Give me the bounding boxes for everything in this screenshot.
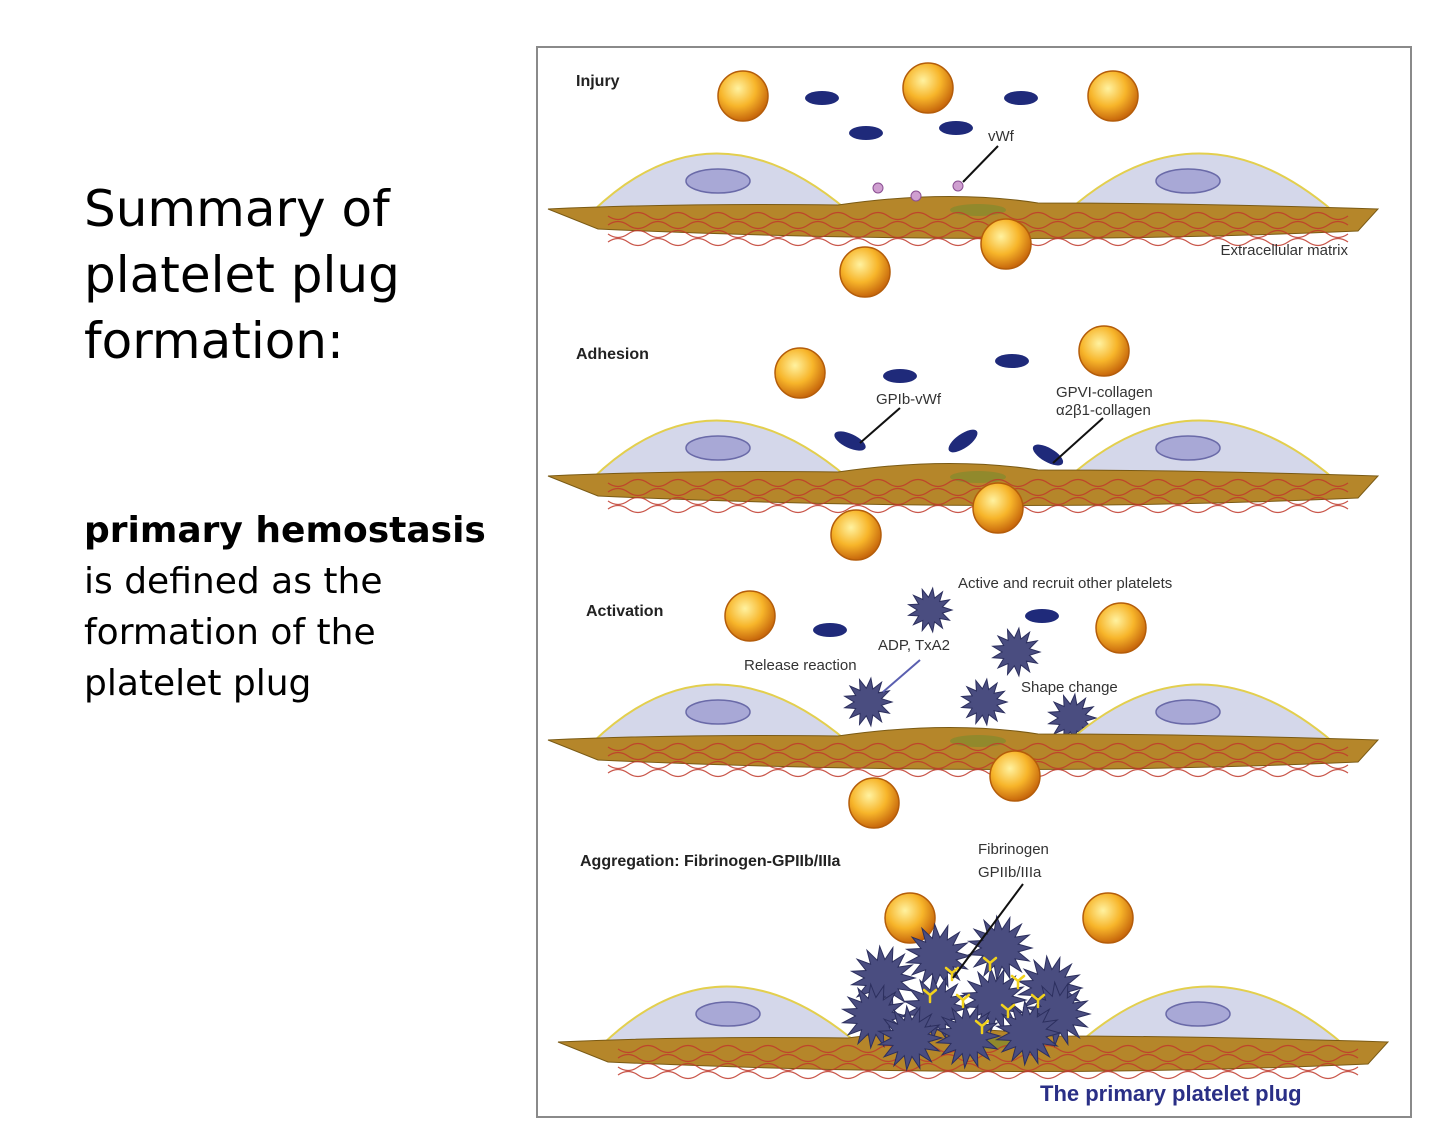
activated-platelet xyxy=(934,1002,1002,1070)
vwf-molecule xyxy=(910,190,922,202)
vwf-label: vWf xyxy=(988,128,1015,145)
alpha2beta1-collagen-label: α2β1-collagen xyxy=(1056,402,1151,419)
fibrinogen-bridge xyxy=(1010,974,1026,990)
red-blood-cell xyxy=(1082,892,1134,944)
red-blood-cell xyxy=(1087,70,1139,122)
platelet xyxy=(834,431,866,451)
red-blood-cell xyxy=(980,218,1032,270)
definition-term: primary hemostasis xyxy=(84,510,486,551)
fibrinogen-bridge xyxy=(974,1019,990,1035)
platelet xyxy=(948,429,978,453)
collagen-fiber xyxy=(607,742,1349,752)
activated-platelet xyxy=(876,1004,944,1072)
red-blood-cell xyxy=(830,509,882,561)
recruit-platelets-label: Active and recruit other platelets xyxy=(958,575,1172,592)
red-blood-cell xyxy=(989,750,1041,802)
activated-platelet xyxy=(994,999,1062,1067)
collagen-fiber xyxy=(607,220,1349,230)
cell-nucleus xyxy=(685,435,751,461)
leader-line xyxy=(859,407,901,444)
slide-title: Summary of platelet plug formation: xyxy=(84,180,400,370)
cell-nucleus xyxy=(1155,168,1221,194)
collagen-fiber xyxy=(617,1062,1359,1072)
activated-platelet xyxy=(991,626,1042,678)
platelet xyxy=(805,91,839,105)
red-blood-cell xyxy=(972,482,1024,534)
collagen-fiber xyxy=(607,487,1349,497)
adp-txa2-label: ADP, TxA2 xyxy=(878,637,950,654)
collagen-fiber xyxy=(607,751,1349,761)
red-blood-cell xyxy=(848,777,900,829)
collagen-fiber xyxy=(617,1044,1359,1054)
platelet xyxy=(939,121,973,135)
cell-nucleus xyxy=(1155,699,1221,725)
cell-nucleus xyxy=(685,168,751,194)
leader-line xyxy=(882,659,921,693)
leader-line xyxy=(952,883,1024,979)
release-reaction-label: Release reaction xyxy=(744,657,857,674)
collagen-fiber xyxy=(617,1053,1359,1063)
platelet xyxy=(1004,91,1038,105)
figure-caption: The primary platelet plug xyxy=(1040,1081,1302,1106)
fibrinogen-bridge xyxy=(955,993,971,1009)
fibrinogen-bridge xyxy=(1030,993,1046,1009)
cell-nucleus xyxy=(1165,1001,1231,1027)
activated-platelet xyxy=(843,676,894,728)
cell-nucleus xyxy=(695,1001,761,1027)
gpib-vwf-label: GPIb-vWf xyxy=(876,391,942,408)
activated-platelet xyxy=(960,677,1009,727)
activated-platelet xyxy=(906,586,954,634)
red-blood-cell xyxy=(774,347,826,399)
fibrinogen-bridge xyxy=(982,956,998,972)
red-blood-cell xyxy=(839,246,891,298)
collagen-fiber xyxy=(607,478,1349,488)
stage-title-aggregation: Aggregation: Fibrinogen-GPIIb/IIIa xyxy=(580,853,841,870)
red-blood-cell xyxy=(902,62,954,114)
red-blood-cell xyxy=(1078,325,1130,377)
platelet xyxy=(849,126,883,140)
matrix-spot xyxy=(950,735,1006,747)
activated-platelet xyxy=(1024,980,1092,1048)
vwf-molecule xyxy=(872,182,884,194)
platelet xyxy=(883,369,917,383)
vwf-molecule xyxy=(952,180,964,192)
platelet xyxy=(1025,609,1059,623)
matrix-spot xyxy=(950,204,1006,216)
shape-change-label: Shape change xyxy=(1021,679,1118,696)
stage-title-adhesion: Adhesion xyxy=(576,346,649,363)
cell-nucleus xyxy=(1155,435,1221,461)
activated-platelet xyxy=(966,914,1034,982)
collagen-fiber xyxy=(607,760,1349,770)
collagen-fiber xyxy=(617,1070,1359,1080)
leader-line xyxy=(1052,417,1104,464)
fibrinogen-label: Fibrinogen xyxy=(978,841,1049,858)
fibrinogen-bridge xyxy=(944,966,960,982)
collagen-fiber xyxy=(607,768,1349,778)
stage-title-activation: Activation xyxy=(586,603,663,620)
red-blood-cell xyxy=(717,70,769,122)
fibrinogen-bridge xyxy=(1000,1003,1016,1019)
extracellular-matrix-label: Extracellular matrix xyxy=(1220,242,1348,259)
matrix-spot xyxy=(950,471,1006,483)
fibrinogen-bridge xyxy=(922,988,938,1004)
collagen-fiber xyxy=(607,229,1349,239)
platelet xyxy=(813,623,847,637)
red-blood-cell xyxy=(1095,602,1147,654)
definition-text: primary hemostasis is defined as the form… xyxy=(84,505,524,709)
gpiib-iiia-label: GPIIb/IIIa xyxy=(978,864,1042,881)
cell-nucleus xyxy=(685,699,751,725)
red-blood-cell xyxy=(724,590,776,642)
definition-body: is defined as the formation of the plate… xyxy=(84,561,383,704)
collagen-fiber xyxy=(607,237,1349,247)
collagen-fiber xyxy=(607,211,1349,221)
platelet xyxy=(995,354,1029,368)
stage-title-injury: Injury xyxy=(576,73,620,90)
gpvi-collagen-label: GPVI-collagen xyxy=(1056,384,1153,401)
leader-line xyxy=(962,145,999,183)
